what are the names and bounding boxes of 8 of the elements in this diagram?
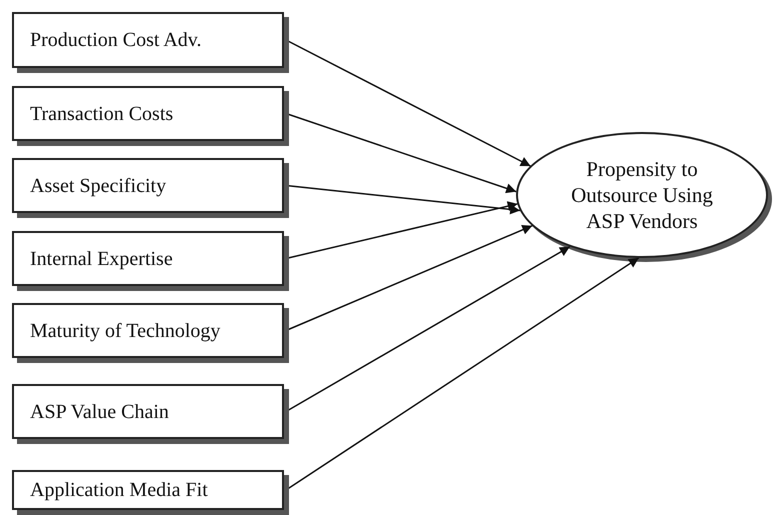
outcome-text: Propensity to Outsource Using ASP Vendors — [570, 156, 714, 234]
factor-label: Internal Expertise — [30, 246, 173, 272]
factor-label: Maturity of Technology — [30, 318, 220, 344]
factor-label: Transaction Costs — [30, 102, 174, 126]
factor-label: Asset Specificity — [30, 174, 166, 198]
factor-label: Application Media Fit — [30, 478, 208, 503]
factor-label: ASP Value Chain — [30, 400, 169, 424]
factor-label: Production Cost Adv. — [30, 28, 202, 53]
